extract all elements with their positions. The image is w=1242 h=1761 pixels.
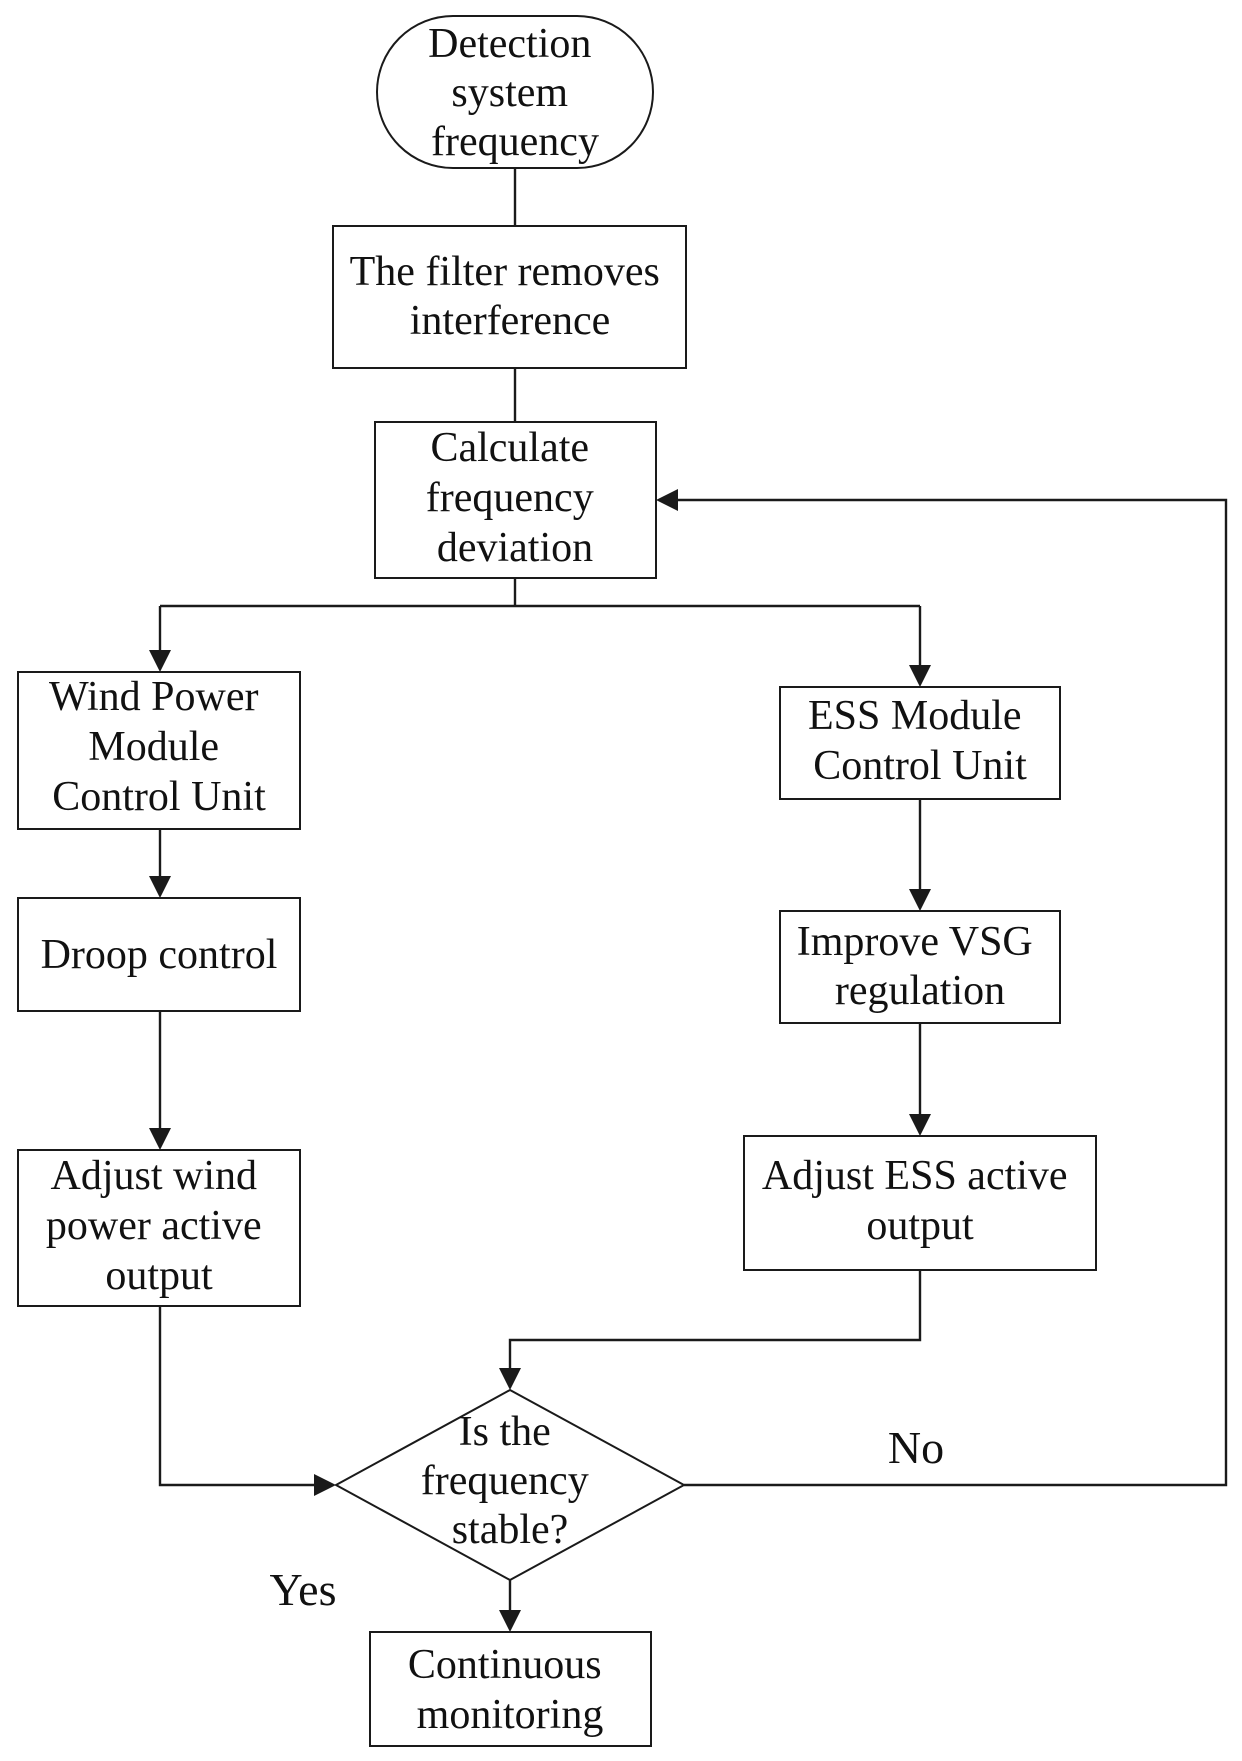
continuous-monitoring-label: Continuous monitoring bbox=[408, 1642, 612, 1738]
wind-control-unit-line-1: Wind Power bbox=[49, 674, 258, 720]
calculate-label: Calculate frequency deviation bbox=[426, 425, 604, 571]
ess-control-unit-label: ESS Module Control Unit bbox=[808, 693, 1032, 789]
adjust-wind-line-3: output bbox=[105, 1253, 213, 1299]
wind-control-unit-label: Wind Power Module Control Unit bbox=[49, 674, 269, 820]
arrowhead-ess-adjust bbox=[909, 1114, 931, 1136]
improve-vsg-label: Improve VSG regulation bbox=[797, 919, 1044, 1014]
ess-control-unit-box bbox=[779, 686, 1061, 800]
adjust-ess-label: Adjust ESS active output bbox=[762, 1153, 1078, 1249]
arrowhead-wind-unit bbox=[149, 650, 171, 672]
branch-no-label: No bbox=[888, 1422, 944, 1473]
improve-vsg-line-2: regulation bbox=[835, 968, 1005, 1014]
adjust-wind-line-1: Adjust wind bbox=[50, 1153, 257, 1199]
arrowhead-monitor bbox=[499, 1610, 521, 1632]
decision-label: Is the frequency stable? bbox=[421, 1409, 599, 1553]
arrowhead-droop bbox=[149, 876, 171, 898]
adjust-wind-line-2: power active bbox=[46, 1203, 262, 1249]
detection-label: Detection system frequency bbox=[428, 21, 602, 165]
arrowhead-decision-left bbox=[314, 1474, 336, 1496]
detection-label-line-2: system bbox=[451, 70, 568, 116]
decision-line-2: frequency bbox=[421, 1458, 589, 1504]
calculate-label-line-3: deviation bbox=[437, 525, 593, 571]
detection-label-line-1: Detection bbox=[428, 21, 591, 67]
filter-box bbox=[332, 225, 687, 369]
calculate-label-line-1: Calculate bbox=[430, 425, 589, 471]
connector-calc-split bbox=[160, 578, 920, 608]
decision-line-1: Is the bbox=[459, 1409, 551, 1455]
arrowhead-decision-top bbox=[499, 1368, 521, 1390]
adjust-ess-line-1: Adjust ESS active bbox=[762, 1153, 1068, 1199]
arrowhead-wind-adjust bbox=[149, 1128, 171, 1150]
decision-line-3: stable? bbox=[452, 1507, 569, 1553]
filter-label-line-1: The filter removes bbox=[350, 249, 660, 295]
branch-yes-label: Yes bbox=[270, 1564, 337, 1615]
connector-decision-no-loop bbox=[676, 498, 1228, 1487]
arrowhead-vsg bbox=[909, 889, 931, 911]
ess-control-unit-line-1: ESS Module bbox=[808, 693, 1022, 739]
arrowhead-ess-unit bbox=[909, 665, 931, 687]
arrowhead-calc-return bbox=[656, 489, 678, 511]
droop-control-label: Droop control bbox=[41, 932, 278, 978]
ess-control-unit-line-2: Control Unit bbox=[813, 743, 1027, 789]
filter-label-line-2: interference bbox=[410, 298, 611, 344]
continuous-monitoring-line-2: monitoring bbox=[417, 1692, 604, 1738]
filter-label: The filter removes interference bbox=[350, 249, 671, 344]
calculate-deviation-box bbox=[374, 421, 657, 579]
detection-label-line-3: frequency bbox=[431, 119, 599, 165]
improve-vsg-line-1: Improve VSG bbox=[797, 919, 1033, 965]
adjust-ess-output-box bbox=[743, 1135, 1097, 1271]
wind-control-unit-line-3: Control Unit bbox=[52, 774, 266, 820]
continuous-monitoring-line-1: Continuous bbox=[408, 1642, 602, 1688]
droop-control-line-1: Droop control bbox=[41, 932, 278, 978]
calculate-label-line-2: frequency bbox=[426, 475, 594, 521]
wind-control-unit-box bbox=[17, 671, 301, 830]
connector-wind-adjust-to-decision bbox=[158, 1306, 316, 1487]
connector-ess-adjust-to-decision bbox=[508, 1270, 922, 1370]
adjust-ess-line-2: output bbox=[866, 1203, 974, 1249]
adjust-wind-label: Adjust wind power active output bbox=[46, 1153, 272, 1299]
continuous-monitoring-box bbox=[369, 1631, 652, 1747]
wind-control-unit-line-2: Module bbox=[88, 724, 219, 770]
